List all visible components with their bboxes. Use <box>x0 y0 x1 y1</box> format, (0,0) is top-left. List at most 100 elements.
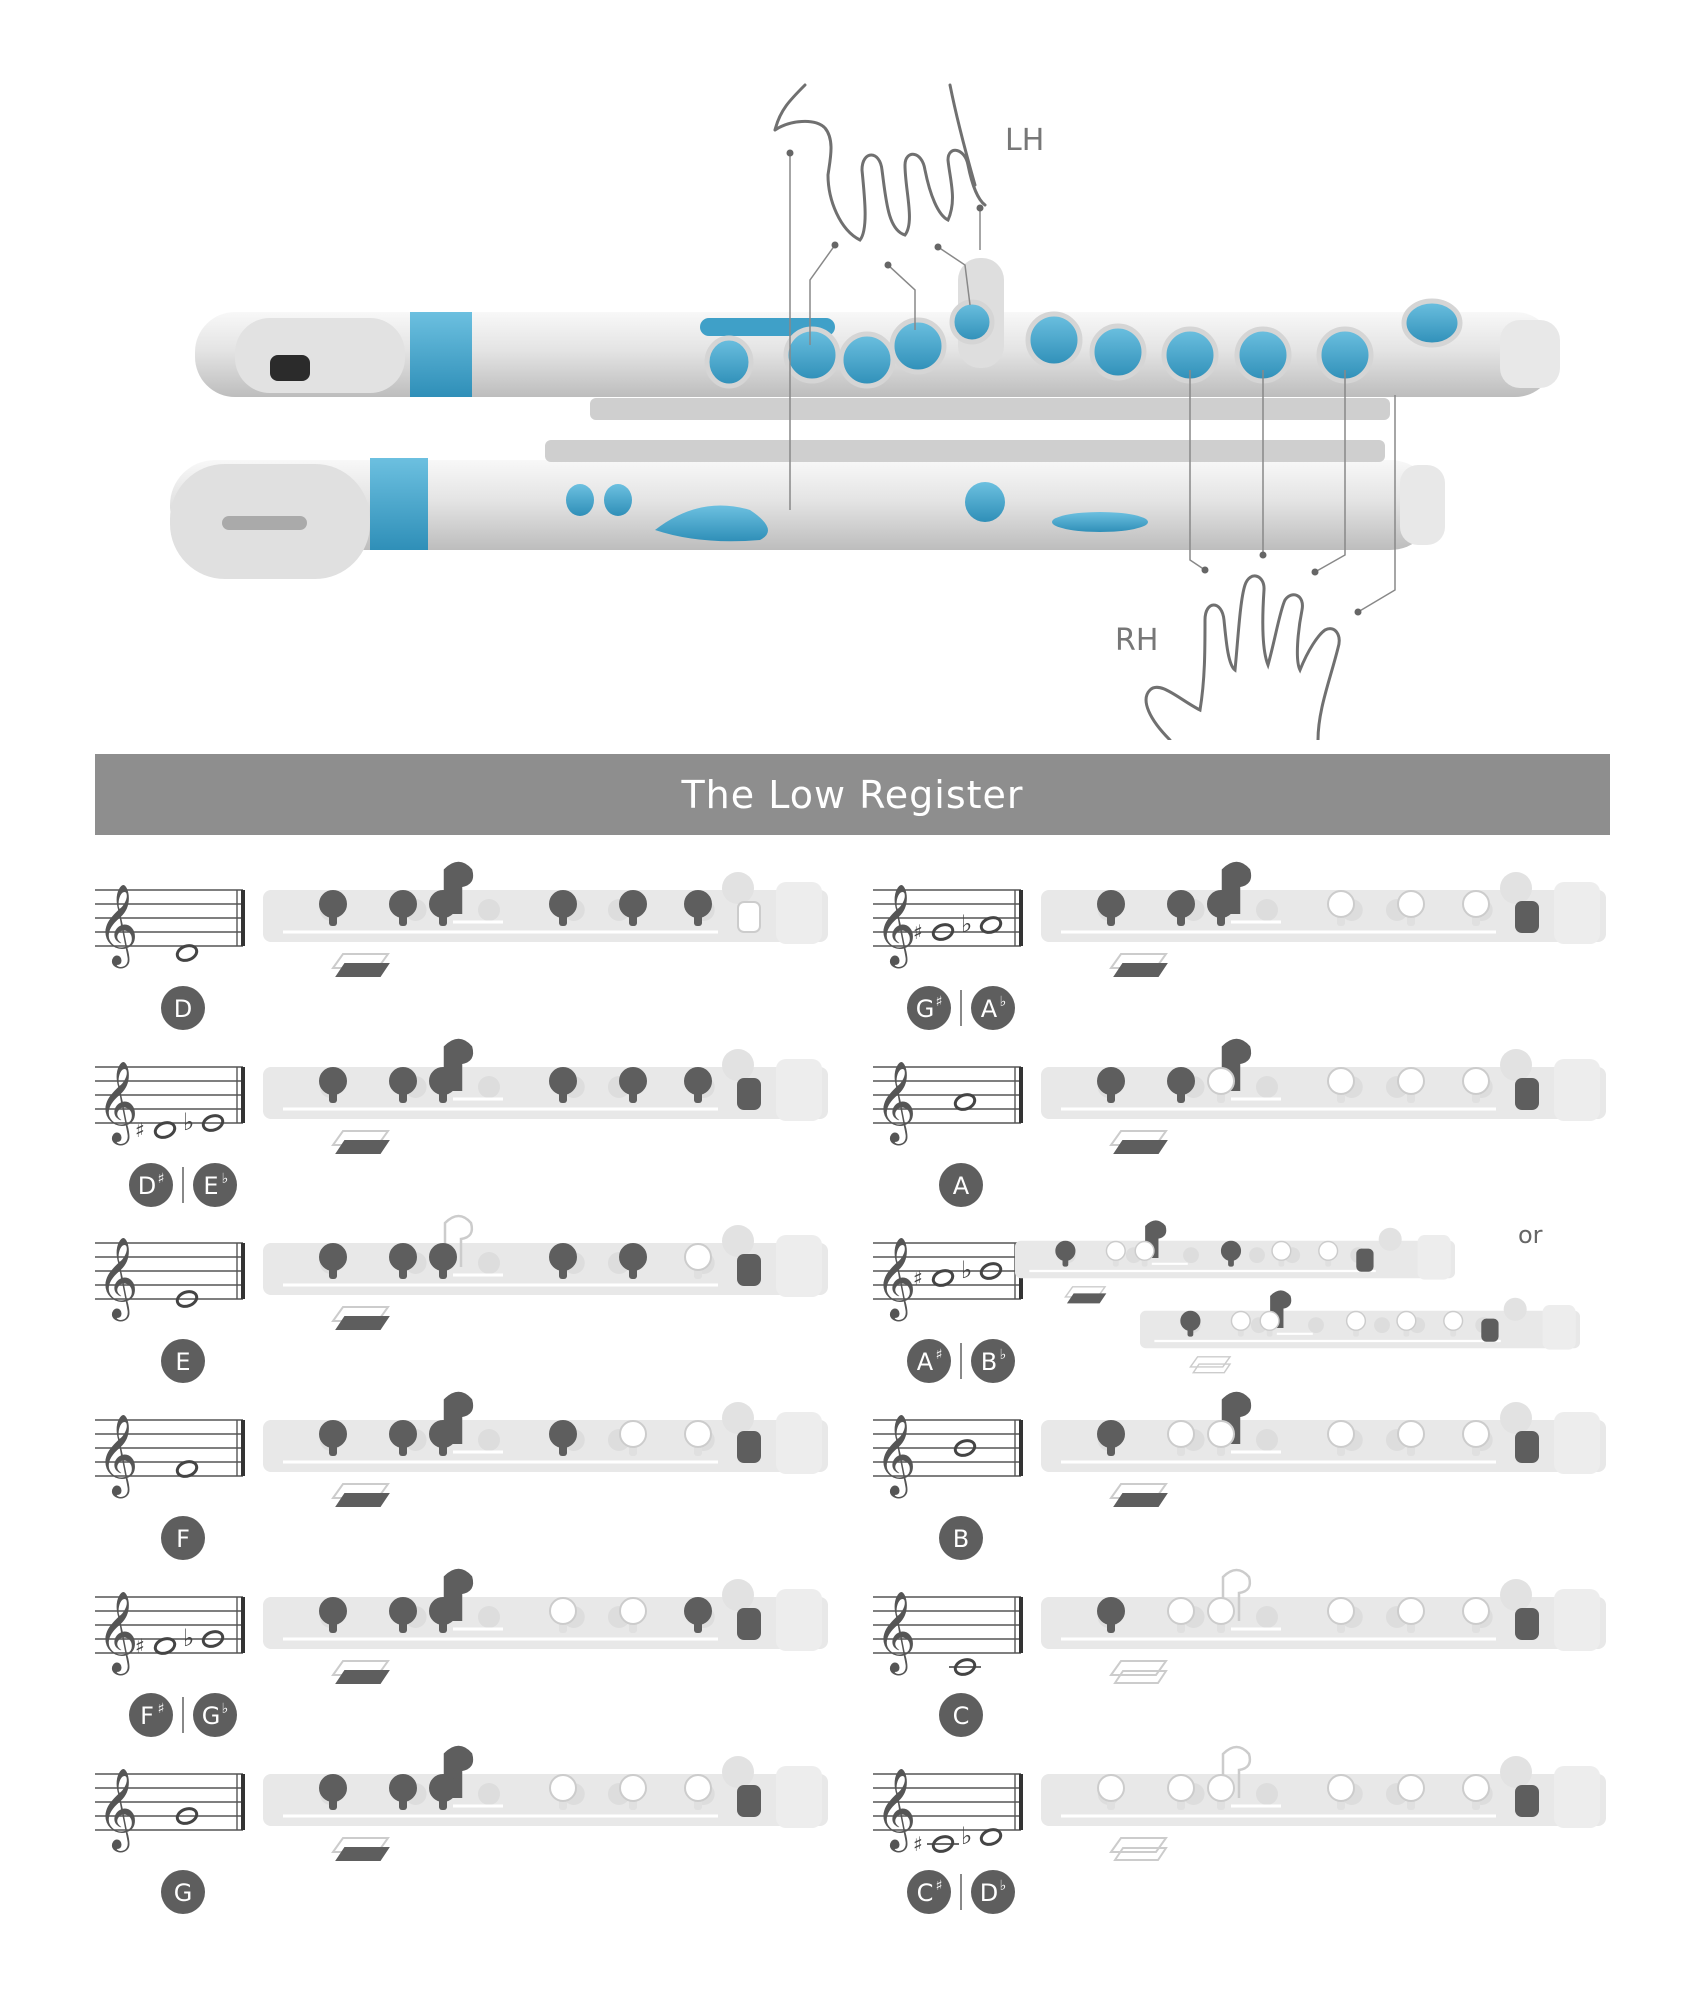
flute-end-key <box>722 1225 754 1257</box>
flute-front-keys <box>704 258 1463 389</box>
note-badge <box>971 986 1015 1030</box>
note-badge-label: B <box>981 1348 997 1376</box>
closed-hole-icon <box>1055 1240 1076 1261</box>
whole-note-head <box>931 1835 955 1853</box>
open-hole-icon <box>1230 1310 1251 1331</box>
note-badge <box>907 986 951 1030</box>
note-badge-label: D <box>174 995 192 1023</box>
note-badge <box>161 1339 205 1383</box>
note-badge-label: A <box>953 1172 970 1200</box>
closed-hole-icon <box>619 1067 647 1095</box>
treble-clef-icon: 𝄞 <box>875 1060 916 1145</box>
treble-clef-icon: 𝄞 <box>97 1590 138 1675</box>
background-key-icon <box>1256 1606 1278 1628</box>
section-banner: The Low Register <box>95 754 1610 835</box>
thumb-key-closed-icon <box>1113 1140 1168 1154</box>
background-key-icon <box>1256 899 1278 921</box>
background-key-icon <box>478 899 500 921</box>
pinky-key-closed-icon <box>737 1078 761 1110</box>
closed-hole-icon <box>549 890 577 918</box>
pinky-key-closed-icon <box>1515 1431 1539 1463</box>
whole-note-head <box>175 944 199 962</box>
open-hole-icon <box>1443 1310 1464 1331</box>
sharp-icon: ♯ <box>158 1171 165 1187</box>
thumb-key-closed-icon <box>1066 1293 1107 1304</box>
note-badge-label: C <box>917 1879 934 1907</box>
flat-icon: ♭ <box>1000 994 1007 1010</box>
open-hole-icon <box>1327 890 1355 918</box>
thumb-key-closed-icon <box>335 1493 390 1507</box>
treble-clef-icon: 𝄞 <box>875 883 916 968</box>
sharp-icon: ♯ <box>936 1347 943 1363</box>
closed-hole-icon <box>684 1067 712 1095</box>
thumb-key-closed-icon <box>335 1140 390 1154</box>
sharp-icon: ♯ <box>936 994 943 1010</box>
treble-clef-icon: 𝄞 <box>97 1060 138 1145</box>
open-hole-icon <box>684 1774 712 1802</box>
left-hand-label: LH <box>1005 123 1044 158</box>
fingering-row: 𝄞♯♭D♯E♭ <box>95 1038 828 1207</box>
open-hole-icon <box>1207 1420 1235 1448</box>
flat-icon: ♭ <box>961 1822 972 1850</box>
note-badge <box>907 1870 951 1914</box>
fingering-row: 𝄞D <box>95 861 828 1030</box>
closed-hole-icon <box>429 1420 457 1448</box>
blue-ring-icon <box>410 312 472 397</box>
flat-icon: ♭ <box>1000 1878 1007 1894</box>
closed-hole-icon <box>1167 1067 1195 1095</box>
thumb-key-closed-icon <box>1113 963 1168 977</box>
note-badge-label: C <box>953 1702 970 1730</box>
background-key-icon <box>478 1076 500 1098</box>
whole-note-head <box>153 1637 177 1655</box>
background-key-icon <box>1256 1076 1278 1098</box>
flute-end-key <box>722 872 754 904</box>
closed-hole-icon <box>429 1597 457 1625</box>
flute-end-key <box>722 1756 754 1788</box>
open-hole-icon <box>1397 1597 1425 1625</box>
treble-clef-icon: 𝄞 <box>97 883 138 968</box>
whole-note-head <box>175 1290 199 1308</box>
open-hole-icon <box>1462 1420 1490 1448</box>
thumb-key-outline <box>1109 1660 1168 1676</box>
pinky-key-closed-icon <box>737 1254 761 1286</box>
open-hole-icon <box>619 1774 647 1802</box>
open-hole-icon <box>1397 1067 1425 1095</box>
open-hole-icon <box>1327 1597 1355 1625</box>
treble-clef-icon: 𝄞 <box>97 1236 138 1321</box>
whole-note-head <box>953 1439 977 1457</box>
open-hole-icon <box>1271 1240 1292 1261</box>
closed-hole-icon <box>319 1420 347 1448</box>
fingering-row: 𝄞E <box>95 1214 828 1383</box>
open-hole-icon <box>549 1597 577 1625</box>
closed-hole-icon <box>319 1774 347 1802</box>
fingering-row: 𝄞A <box>873 1038 1606 1207</box>
flute-hero-diagram: LH RH <box>170 83 1560 740</box>
pinky-key-closed-icon <box>1356 1248 1374 1272</box>
note-badge <box>161 986 205 1030</box>
flute-foot <box>776 1589 822 1651</box>
closed-hole-icon <box>389 1067 417 1095</box>
open-hole-icon <box>1134 1240 1155 1261</box>
flute-foot <box>1554 882 1600 944</box>
flat-icon: ♭ <box>961 1256 972 1284</box>
open-hole-icon <box>549 1774 577 1802</box>
flute-end-key <box>1500 1402 1532 1434</box>
closed-hole-icon <box>389 890 417 918</box>
flat-icon: ♭ <box>183 1624 194 1652</box>
open-hole-icon <box>1167 1597 1195 1625</box>
thumb-key-closed-icon <box>335 1847 390 1861</box>
pinky-key-closed-icon <box>1515 1608 1539 1640</box>
sharp-icon: ♯ <box>135 1118 145 1142</box>
closed-hole-icon <box>1220 1240 1242 1261</box>
fingering-row: 𝄞♯♭A♯B♭or <box>873 1220 1580 1383</box>
fingering-row: 𝄞♯♭C♯D♭ <box>873 1745 1606 1914</box>
closed-hole-icon <box>549 1067 577 1095</box>
open-hole-icon <box>1327 1067 1355 1095</box>
thumb-key-outline <box>1109 1837 1168 1853</box>
treble-clef-icon: 𝄞 <box>875 1413 916 1498</box>
open-hole-icon <box>1207 1774 1235 1802</box>
pinky-key-closed-icon <box>1515 901 1539 933</box>
flute-end-key <box>1500 1756 1532 1788</box>
thumb-key-outline <box>1189 1356 1232 1368</box>
thumb-key-open-icon <box>1113 1847 1168 1861</box>
